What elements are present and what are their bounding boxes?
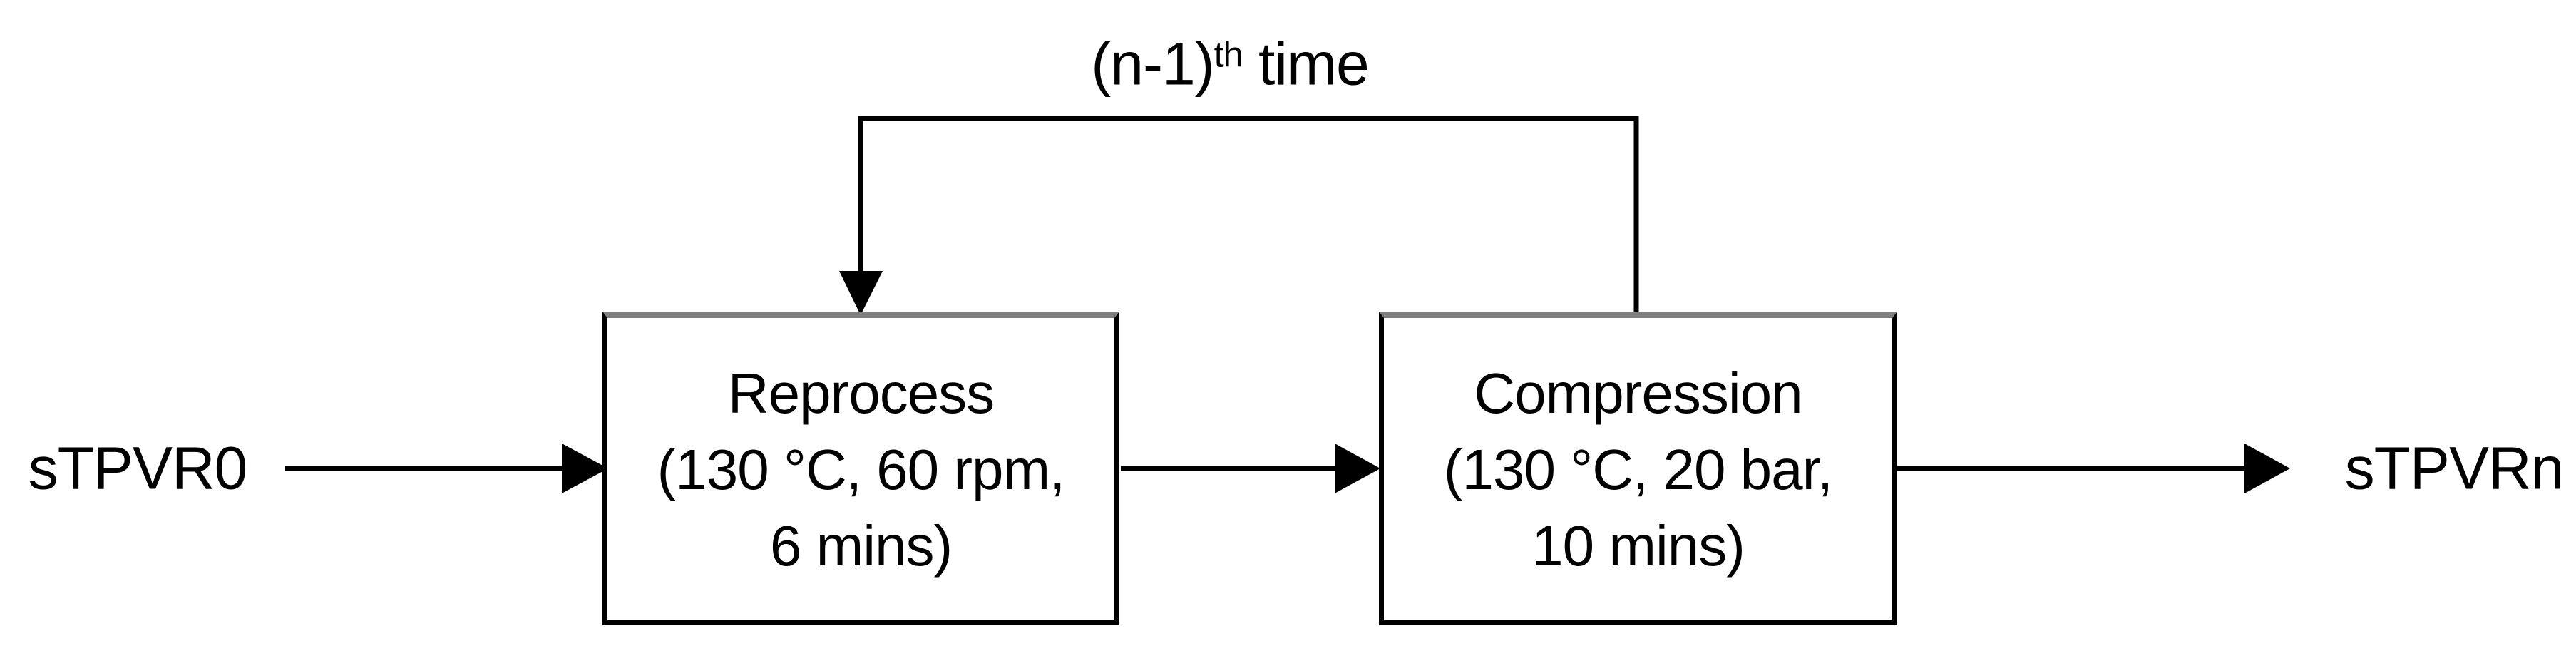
reprocess-conditions-line2: 6 mins) (769, 513, 953, 578)
loop-count-label: (n-1)th time (1091, 30, 1370, 99)
reprocess-box: Reprocess (130 °C, 60 rpm, 6 mins) (602, 312, 1119, 625)
reprocess-title: Reprocess (727, 361, 995, 425)
loop-count-superscript: th (1213, 34, 1243, 75)
feedback-loop-line (858, 116, 1639, 314)
input-material-label: sTPVR0 (28, 434, 248, 502)
arrow-input-head-icon (562, 444, 608, 493)
compression-box: Compression (130 °C, 20 bar, 10 mins) (1379, 312, 1897, 625)
arrow-middle-head-icon (1335, 444, 1380, 493)
compression-conditions-line2: 10 mins) (1531, 513, 1745, 578)
feedback-loop-arrowhead-icon (839, 271, 883, 315)
loop-count-suffix: time (1242, 30, 1370, 98)
arrow-output-head-icon (2244, 444, 2290, 493)
compression-conditions-line1: (130 °C, 20 bar, (1443, 437, 1833, 501)
reprocess-conditions-line1: (130 °C, 60 rpm, (657, 437, 1066, 501)
output-material-label: sTPVRn (2344, 434, 2565, 502)
loop-count-base: (n-1) (1091, 30, 1214, 98)
compression-title: Compression (1474, 361, 1802, 425)
